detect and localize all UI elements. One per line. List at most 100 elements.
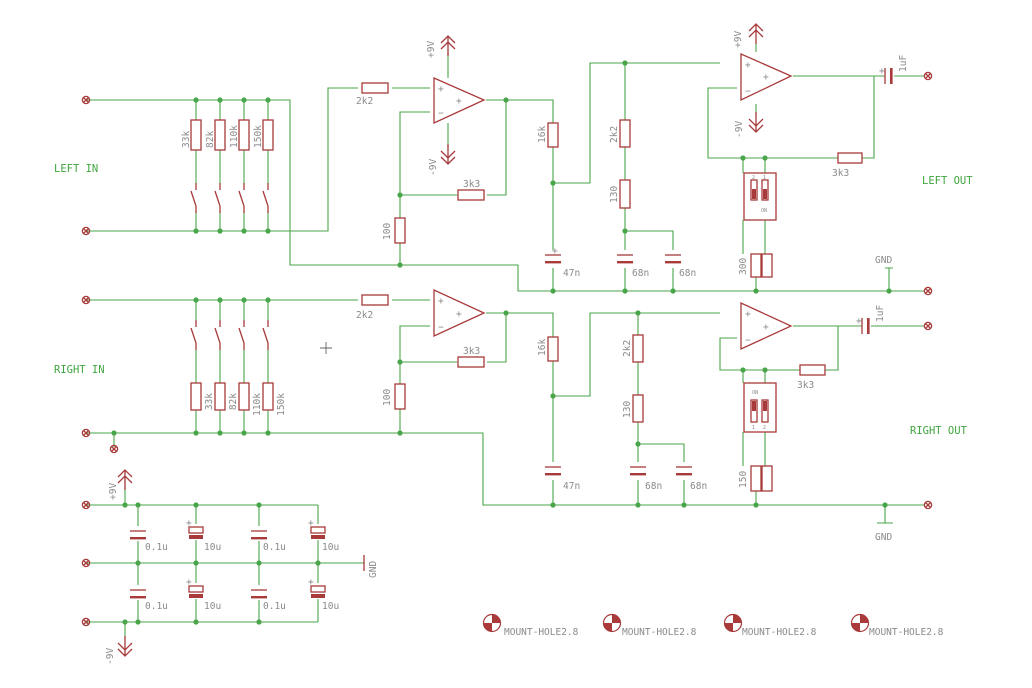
- resistor[interactable]: [214, 119, 226, 151]
- resistor[interactable]: [750, 253, 762, 278]
- resistor[interactable]: [750, 465, 762, 492]
- neg-supply-label: -9V: [105, 648, 116, 665]
- resistor[interactable]: [619, 179, 631, 209]
- dip-contact[interactable]: [262, 183, 269, 213]
- connector-pad[interactable]: [81, 617, 91, 627]
- neg-supply-label: -9V: [428, 159, 439, 176]
- capacitor-value: 68n: [679, 268, 696, 279]
- capacitor[interactable]: [130, 589, 146, 599]
- capacitor[interactable]: [630, 466, 646, 476]
- junction-dot: [256, 502, 262, 508]
- resistor[interactable]: [761, 465, 773, 492]
- connector-pad[interactable]: [923, 321, 933, 331]
- capacitor[interactable]: [251, 589, 267, 599]
- junction-dot: [315, 560, 321, 566]
- op-amp[interactable]: + − +: [740, 301, 793, 351]
- resistor[interactable]: [799, 364, 826, 376]
- capacitor[interactable]: +: [186, 577, 204, 598]
- dip-contact[interactable]: [238, 183, 245, 213]
- capacitor[interactable]: [665, 254, 681, 264]
- capacitor[interactable]: +: [545, 246, 561, 264]
- wire: [137, 563, 319, 622]
- resistor[interactable]: [457, 189, 485, 201]
- junction-dot: [622, 60, 628, 66]
- dip-contact[interactable]: [190, 183, 197, 213]
- svg-text:−: −: [438, 322, 444, 333]
- connector-pad[interactable]: [81, 428, 91, 438]
- dip-pin-label: 1: [752, 425, 755, 431]
- svg-text:+: +: [552, 246, 558, 257]
- dip-on-label: ON: [761, 208, 767, 214]
- resistor[interactable]: [619, 119, 631, 148]
- capacitor[interactable]: +: [308, 577, 326, 598]
- connector-pad[interactable]: [109, 444, 119, 454]
- capacitor[interactable]: [676, 466, 692, 476]
- connector-pad[interactable]: [81, 295, 91, 305]
- capacitor[interactable]: [130, 530, 146, 540]
- connector-pad[interactable]: [81, 558, 91, 568]
- wire: [625, 230, 674, 291]
- resistor[interactable]: [547, 122, 559, 148]
- junction-dot: [122, 502, 128, 508]
- resistor[interactable]: [262, 382, 274, 411]
- resistor[interactable]: [761, 253, 773, 278]
- junction-dot: [265, 297, 271, 303]
- connector-pad[interactable]: [923, 286, 933, 296]
- resistor[interactable]: [394, 217, 406, 244]
- supply-arrow-up: [748, 23, 764, 44]
- op-amp[interactable]: + − +: [433, 288, 486, 338]
- resistor-value: 3k3: [463, 179, 480, 190]
- op-amp[interactable]: + − +: [740, 53, 793, 102]
- resistor[interactable]: [632, 394, 644, 423]
- mount-hole-icon[interactable]: [723, 613, 743, 633]
- connector-pad[interactable]: [923, 500, 933, 510]
- mount-hole-icon[interactable]: [850, 613, 870, 633]
- resistor[interactable]: [238, 382, 250, 411]
- resistor[interactable]: [190, 119, 202, 151]
- resistor[interactable]: [837, 152, 863, 164]
- dip-contact[interactable]: [238, 320, 245, 350]
- dip-contact[interactable]: [190, 320, 197, 350]
- resistor-value: 100: [382, 389, 393, 406]
- dip-switch[interactable]: ON 1 2: [743, 382, 777, 433]
- dip-switch[interactable]: 2 1 ON: [743, 172, 777, 221]
- connector-pad[interactable]: [81, 500, 91, 510]
- junction-dot: [397, 430, 403, 436]
- capacitor[interactable]: +: [186, 518, 204, 539]
- origin-crosshair-icon: [320, 342, 332, 354]
- capacitor[interactable]: +: [856, 316, 870, 334]
- connector-pad[interactable]: [923, 71, 933, 81]
- supply-arrow-down: [117, 636, 133, 657]
- dip-contact[interactable]: [214, 183, 221, 213]
- resistor[interactable]: [190, 382, 202, 411]
- capacitor[interactable]: [545, 466, 561, 476]
- mount-hole-icon[interactable]: [482, 613, 502, 633]
- junction-dot: [550, 288, 556, 294]
- resistor[interactable]: [238, 119, 250, 151]
- junction-dot: [882, 502, 888, 508]
- resistor[interactable]: [361, 82, 389, 94]
- connector-pad[interactable]: [81, 95, 91, 105]
- mount-hole-icon[interactable]: [602, 613, 622, 633]
- capacitor[interactable]: +: [879, 66, 893, 84]
- resistor[interactable]: [394, 383, 406, 410]
- capacitor[interactable]: +: [308, 518, 326, 539]
- svg-text:+: +: [186, 577, 192, 588]
- capacitor-value: 68n: [690, 481, 707, 492]
- dip-contact[interactable]: [214, 320, 221, 350]
- resistor[interactable]: [214, 382, 226, 411]
- capacitor[interactable]: [251, 530, 267, 540]
- connector-pad[interactable]: [81, 226, 91, 236]
- resistor[interactable]: [547, 336, 559, 362]
- junction-dot: [241, 228, 247, 234]
- op-amp[interactable]: + − +: [433, 77, 486, 125]
- resistor-value: 82k: [228, 393, 239, 410]
- junction-dot: [135, 502, 141, 508]
- resistor[interactable]: [361, 294, 389, 306]
- dip-contact[interactable]: [262, 320, 269, 350]
- resistor-value: 3k3: [797, 380, 814, 391]
- capacitor[interactable]: [617, 254, 633, 264]
- resistor[interactable]: [457, 356, 485, 368]
- resistor[interactable]: [262, 119, 274, 151]
- resistor[interactable]: [632, 334, 644, 363]
